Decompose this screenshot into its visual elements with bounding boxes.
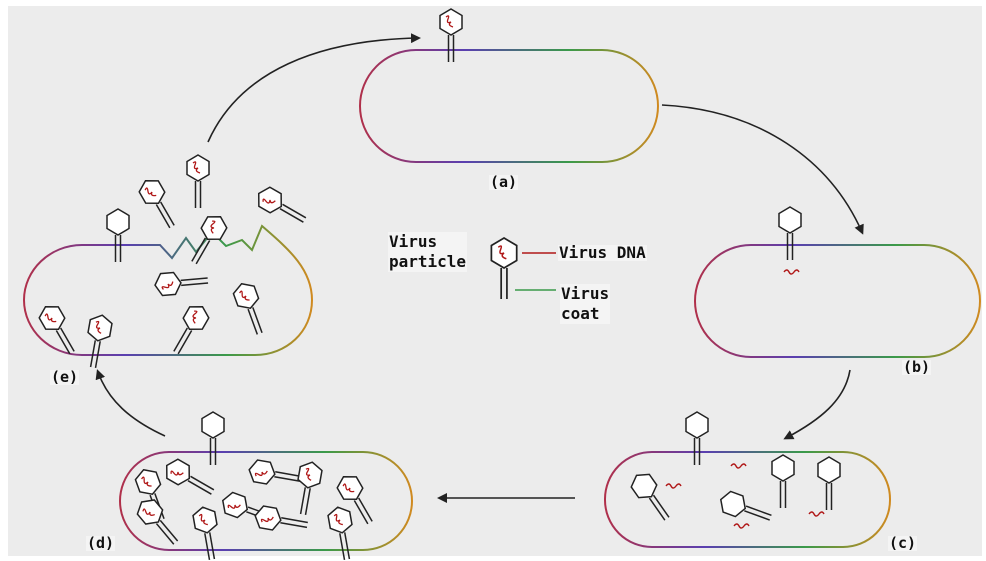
cycle-arrows: [95, 33, 864, 503]
legend-virus-dna-label: Virus DNA: [558, 243, 647, 262]
stage-label-a: (a): [489, 173, 519, 191]
stage-label-e: (e): [50, 368, 80, 386]
cell-stage-a: [359, 8, 659, 163]
arrow-d-to-e: [95, 369, 166, 437]
legend-virus-particle-label: Virus particle: [388, 232, 468, 272]
legend-virus-coat-label: Virus coat: [560, 284, 611, 324]
cell-stage-c: [604, 411, 891, 548]
legend-phage: [490, 237, 556, 300]
cell-stage-e: [22, 154, 314, 371]
arrow-e-to-a: [207, 33, 421, 143]
stage-label-c: (c): [888, 534, 918, 552]
arrow-b-to-c: [783, 369, 851, 440]
arrow-a-to-b: [661, 104, 864, 235]
stage-label-d: (d): [86, 534, 116, 552]
stage-label-b: (b): [902, 358, 932, 376]
cell-stage-b: [694, 206, 981, 358]
cell-stage-d: [119, 411, 413, 561]
